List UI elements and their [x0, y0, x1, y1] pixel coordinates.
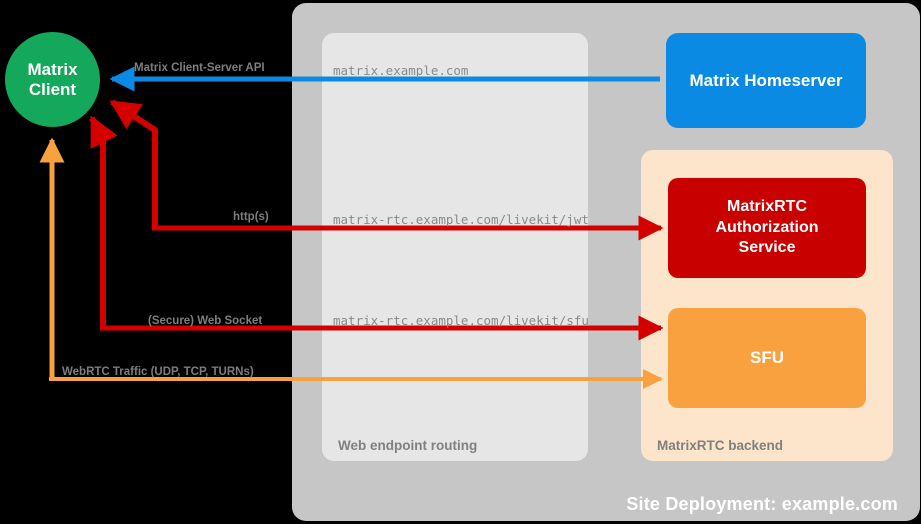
web-endpoint-routing-container — [322, 33, 588, 461]
auth-service-label-line3: Service — [738, 239, 796, 257]
flow-label-https: http(s) — [233, 211, 269, 223]
node-matrix-client: Matrix Client — [5, 32, 100, 127]
sfu-label: SFU — [750, 348, 784, 367]
auth-service-label-line1: MatrixRTC — [726, 198, 807, 216]
matrix-homeserver-label: Matrix Homeserver — [689, 70, 843, 90]
matrix-client-label-line1: Matrix — [27, 59, 78, 79]
endpoint-url-livekit-sfu: matrix-rtc.example.com/livekit/sfu — [333, 313, 589, 328]
endpoint-url-matrix: matrix.example.com — [333, 63, 469, 78]
flow-label-web-socket: (Secure) Web Socket — [148, 315, 263, 327]
matrixrtc-backend-label: MatrixRTC backend — [657, 438, 784, 453]
arrow-websocket-return — [89, 115, 118, 330]
node-matrix-homeserver: Matrix Homeserver — [666, 33, 866, 128]
site-deployment-label: Site Deployment: example.com — [626, 494, 898, 514]
node-matrixrtc-authorization-service: MatrixRTC Authorization Service — [668, 178, 866, 278]
matrix-client-label-line2: Client — [28, 79, 77, 99]
auth-service-label-line2: Authorization — [715, 218, 819, 236]
endpoint-url-livekit-jwt: matrix-rtc.example.com/livekit/jwt — [333, 212, 589, 227]
web-endpoint-routing-label: Web endpoint routing — [338, 438, 478, 453]
arrow-https-return — [109, 99, 158, 230]
flow-label-webrtc-traffic: WebRTC Traffic (UDP, TCP, TURNs) — [62, 366, 254, 378]
flow-label-matrix-client-server-api: Matrix Client-Server API — [134, 62, 265, 74]
node-sfu: SFU — [668, 308, 866, 408]
